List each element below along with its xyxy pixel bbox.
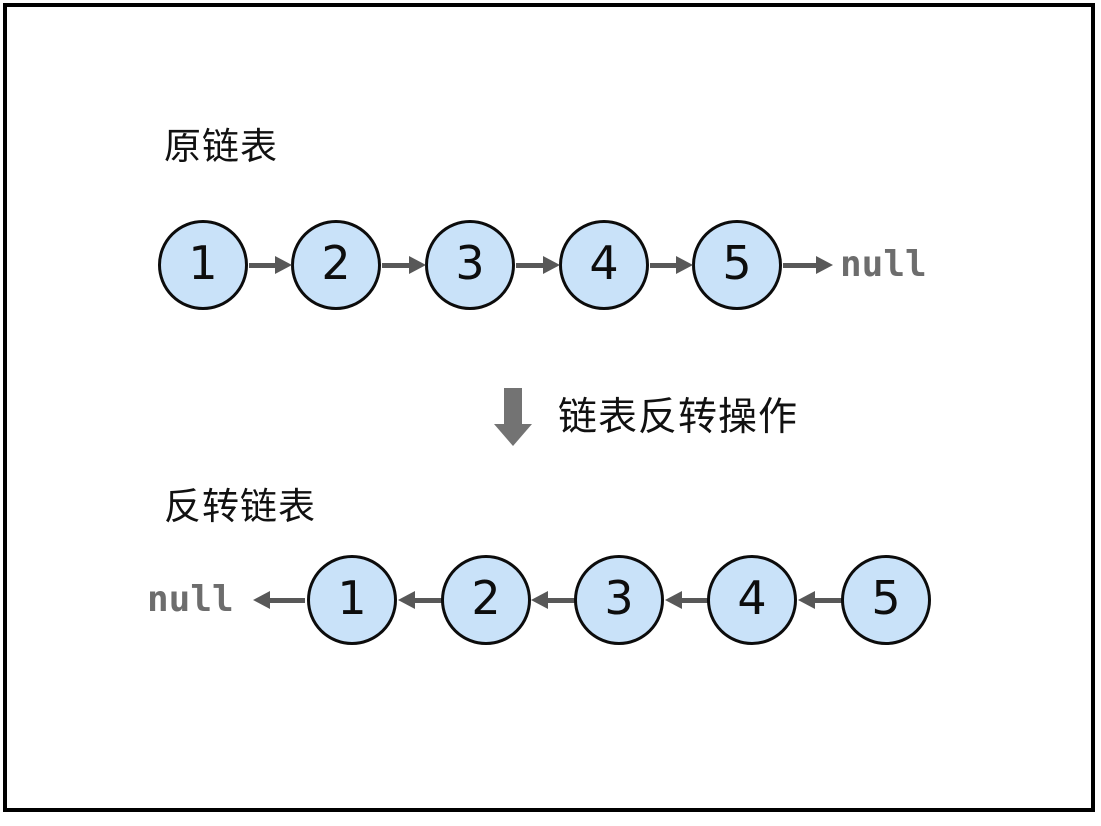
node-value: 4	[589, 236, 619, 290]
link-arrow-to-null-icon	[253, 589, 305, 611]
null-terminator-head: null	[840, 244, 927, 285]
list-node: 4	[707, 555, 797, 645]
link-arrow-right-icon	[516, 254, 560, 276]
node-value: 5	[722, 236, 752, 290]
link-arrow-left-icon	[531, 589, 575, 611]
link-arrow-right-icon	[650, 254, 693, 276]
node-value: 3	[604, 571, 634, 625]
list-node: 1	[158, 220, 248, 310]
node-value: 5	[871, 571, 901, 625]
list-node: 4	[559, 220, 649, 310]
link-arrow-left-icon	[665, 589, 708, 611]
node-value: 2	[321, 236, 351, 290]
list-node: 5	[692, 220, 782, 310]
node-value: 3	[455, 236, 485, 290]
diagram-frame	[3, 3, 1095, 812]
link-arrow-left-icon	[398, 589, 442, 611]
node-value: 4	[737, 571, 767, 625]
list-node: 2	[291, 220, 381, 310]
null-terminator-tail: null	[147, 579, 234, 620]
list-node: 5	[841, 555, 931, 645]
link-arrow-left-icon	[798, 589, 842, 611]
operation-caption: 链表反转操作	[558, 395, 799, 440]
link-arrow-to-null-icon	[783, 254, 833, 276]
node-value: 2	[471, 571, 501, 625]
reversed-list-label: 反转链表	[164, 485, 316, 528]
list-node: 2	[441, 555, 531, 645]
original-list-label: 原链表	[164, 125, 278, 168]
down-arrow-icon	[494, 388, 532, 446]
list-node: 1	[307, 555, 397, 645]
node-value: 1	[337, 571, 367, 625]
node-value: 1	[188, 236, 218, 290]
link-arrow-right-icon	[382, 254, 426, 276]
list-node: 3	[574, 555, 664, 645]
list-node: 3	[425, 220, 515, 310]
link-arrow-right-icon	[249, 254, 292, 276]
